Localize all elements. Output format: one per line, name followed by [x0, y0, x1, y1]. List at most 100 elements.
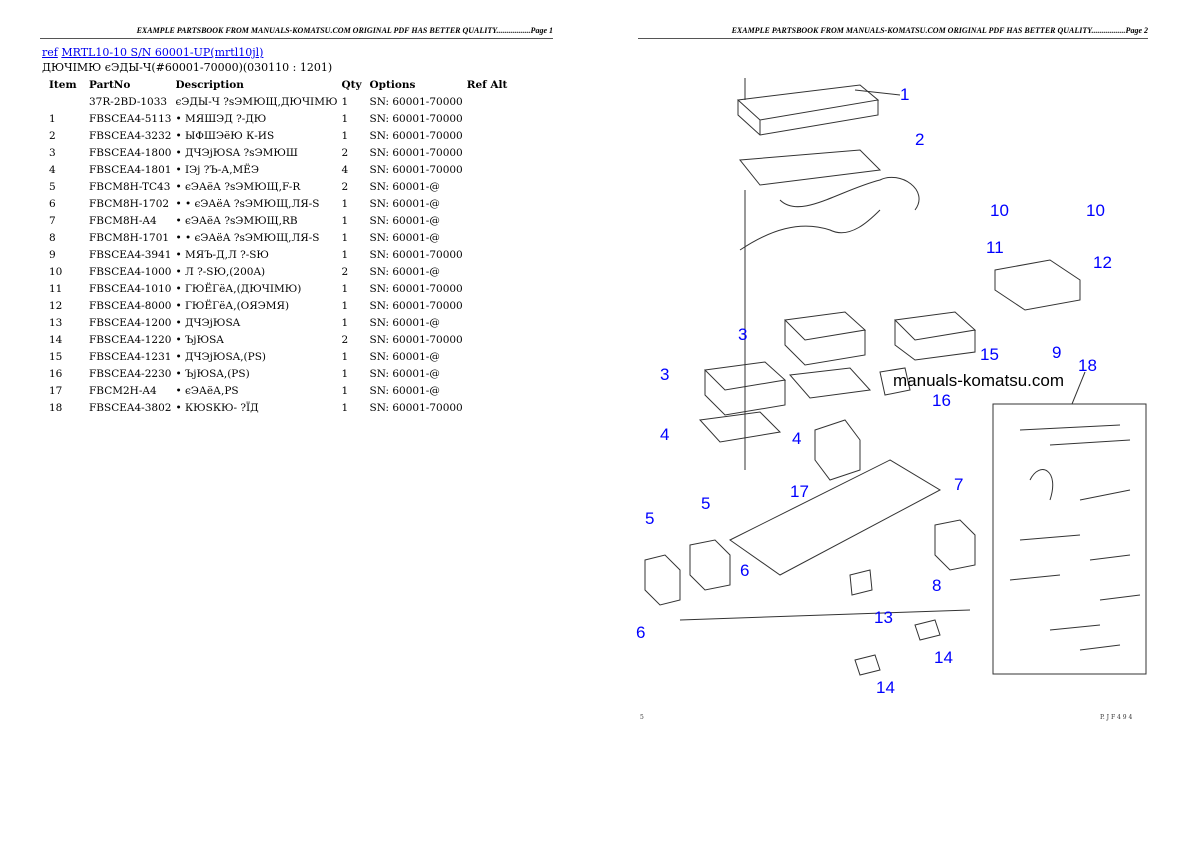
qty-cell: 1: [341, 214, 349, 227]
column-header: Item: [49, 78, 77, 91]
qty-cell: 1: [341, 129, 349, 142]
model-link[interactable]: MRTL10-10 S/N 60001-UP(mrtl10jl): [61, 46, 264, 59]
callout-label: 9: [1052, 343, 1061, 362]
item-cell: 16: [49, 367, 63, 380]
ref-link[interactable]: ref: [42, 46, 58, 59]
table-row: 14 FBSCEA4-1220• ЪjЮSA 2 SN: 60001-70000: [42, 331, 511, 348]
callout-label: 13: [874, 608, 893, 627]
part-kit-18-contents: [1009, 424, 1141, 651]
part-small-parts: [849, 569, 941, 676]
options-cell: SN: 60001-70000: [369, 112, 463, 125]
qty-cell: 1: [341, 401, 349, 414]
part-contactor-6: [689, 539, 731, 591]
item-cell: 8: [49, 231, 56, 244]
part-block-3b: [703, 361, 787, 416]
options-cell: SN: 60001-70000: [369, 129, 463, 142]
part-base-plate: [729, 459, 942, 576]
column-header: PartNo: [89, 78, 131, 91]
callout-label: 16: [932, 391, 951, 410]
part-cover: [736, 84, 880, 136]
options-cell: SN: 60001-70000: [369, 299, 463, 312]
item-cell: 6: [49, 197, 56, 210]
partno-cell: FBSCEA4-5113: [89, 112, 172, 125]
description-cell: єЭДЫ-Ч ?sЭМЮЩ,ДЮЧIМЮ: [175, 95, 338, 108]
item-cell: 4: [49, 163, 56, 176]
options-cell: SN: 60001-@: [369, 350, 440, 363]
partno-cell: FBCM8H-1702: [89, 197, 170, 210]
item-cell: 11: [49, 282, 63, 295]
partno-cell: FBSCEA4-1801: [89, 163, 172, 176]
partno-cell: FBSCEA4-3941: [89, 248, 172, 261]
description-cell: • МЯШЭД ?-ДЮ: [175, 112, 267, 125]
item-cell: 7: [49, 214, 56, 227]
item-cell: 17: [49, 384, 63, 397]
callout-label: 7: [954, 475, 963, 494]
description-cell: • ЪjЮSA: [175, 333, 224, 346]
options-cell: SN: 60001-@: [369, 265, 440, 278]
options-cell: SN: 60001-70000: [369, 282, 463, 295]
footer-right: P. J F 4 9 4: [1100, 714, 1133, 721]
item-cell: 10: [49, 265, 63, 278]
description-cell: • • єЭАёА ?sЭМЮЩ,ЛЯ-S: [175, 231, 320, 244]
item-cell: 18: [49, 401, 63, 414]
part-harness: [739, 149, 920, 251]
options-cell: SN: 60001-@: [369, 197, 440, 210]
callout-label: 5: [701, 494, 710, 513]
description-cell: • ДЧЭjЮSA: [175, 316, 241, 329]
callout-label: 6: [636, 623, 645, 642]
column-header: Options: [369, 78, 416, 91]
qty-cell: 1: [341, 231, 349, 244]
item-cell: 15: [49, 350, 63, 363]
options-cell: SN: 60001-@: [369, 231, 440, 244]
qty-cell: 1: [341, 282, 349, 295]
partno-cell: FBSCEA4-2230: [89, 367, 172, 380]
part-plate-4b: [789, 367, 872, 399]
part-contactor-5: [644, 554, 681, 606]
options-cell: SN: 60001-70000: [369, 95, 463, 108]
item-cell: 1: [49, 112, 56, 125]
callout-label: 14: [934, 648, 953, 667]
callout-label: 15: [980, 345, 999, 364]
item-cell: 12: [49, 299, 63, 312]
qty-cell: 2: [341, 146, 349, 159]
description-cell: • ДЧЭjЮSA,(PS): [175, 350, 267, 363]
partno-cell: FBSCEA4-8000: [89, 299, 172, 312]
callout-label: 10: [1086, 201, 1105, 220]
options-cell: SN: 60001-70000: [369, 146, 463, 159]
partno-cell: FBSCEA4-3232: [89, 129, 172, 142]
description-cell: • МЯЪ-Д,Л ?-SЮ: [175, 248, 269, 261]
qty-cell: 1: [341, 384, 349, 397]
partno-cell: FBSCEA4-1000: [89, 265, 172, 278]
callout-label: 17: [790, 482, 809, 501]
item-cell: 14: [49, 333, 63, 346]
qty-cell: 1: [341, 367, 349, 380]
callout-label: 18: [1078, 356, 1097, 375]
part-assy-9: [994, 259, 1081, 311]
description-cell: • ГЮЁГёА,(ОЯЭМЯ): [175, 299, 290, 312]
qty-cell: 2: [341, 333, 349, 346]
partno-cell: FBSCEA4-1220: [89, 333, 172, 346]
description-cell: • єЭАёА,PS: [175, 384, 239, 397]
callout-label: 6: [740, 561, 749, 580]
options-cell: SN: 60001-@: [369, 384, 440, 397]
callout-label: 4: [792, 429, 801, 448]
callout-label: 5: [645, 509, 654, 528]
description-cell: • КЮSКЮ- ?ЇД: [175, 401, 259, 414]
options-cell: SN: 60001-70000: [369, 333, 463, 346]
description-cell: • ДЧЭjЮSA ?sЭМЮШ: [175, 146, 298, 159]
description-cell: • єЭАёА ?sЭМЮЩ,F-R: [175, 180, 301, 193]
qty-cell: 1: [341, 299, 349, 312]
options-cell: SN: 60001-@: [369, 214, 440, 227]
qty-cell: 1: [341, 95, 349, 108]
options-cell: SN: 60001-@: [369, 316, 440, 329]
